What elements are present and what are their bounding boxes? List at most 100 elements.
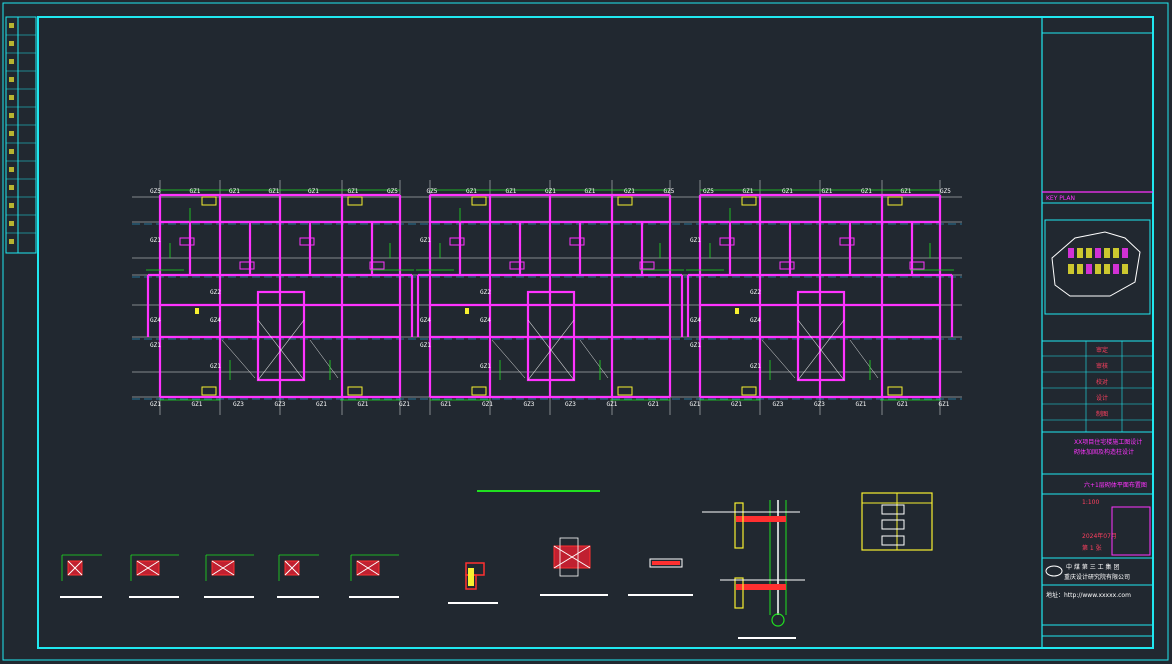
key-plan-building <box>1077 248 1083 258</box>
window-opening <box>639 261 655 270</box>
key-plan-building <box>1077 264 1083 274</box>
column-label: GZ4 <box>480 317 491 324</box>
binding-margin-strip <box>5 16 37 254</box>
key-plan-building <box>1086 248 1092 258</box>
role-label: 校对 <box>1096 378 1108 386</box>
column-label: GZ4 <box>210 317 221 324</box>
company-name-2: 重庆设计研究院有限公司 <box>1064 573 1130 581</box>
hatch-line <box>221 339 256 379</box>
key-plan-building <box>1122 264 1128 274</box>
yellow-marker <box>195 308 199 314</box>
column-label: GZ4 <box>690 317 701 324</box>
column-label: GZ5 <box>703 188 714 195</box>
key-plan-building <box>1113 248 1119 258</box>
column-label: GZ1 <box>585 188 596 195</box>
column-label: GZ1 <box>441 401 452 408</box>
column-label: GZ1 <box>192 401 203 408</box>
key-plan-site <box>1051 231 1141 297</box>
column-box <box>741 386 757 396</box>
window-opening <box>449 237 465 246</box>
section-cross <box>284 560 300 576</box>
column-label: GZ3 <box>275 401 286 408</box>
strip-mark <box>9 95 14 100</box>
elevation-wall <box>734 502 744 549</box>
window-opening <box>369 261 385 270</box>
column-label: GZ1 <box>210 363 221 370</box>
strip-mark <box>9 239 14 244</box>
column-label: GZ1 <box>690 237 701 244</box>
column-label: GZ1 <box>731 401 742 408</box>
project-line: 砌体加固及构造柱设计 <box>1074 448 1134 456</box>
column-label: GZ1 <box>782 188 793 195</box>
column-label: GZ1 <box>150 237 161 244</box>
hatch-line <box>579 339 609 379</box>
key-plan-building <box>1086 264 1092 274</box>
strip-mark <box>9 113 14 118</box>
column-label: GZ3 <box>565 401 576 408</box>
column-label: GZ5 <box>427 188 438 195</box>
column-label: GZ1 <box>466 188 477 195</box>
column-label: GZ3 <box>814 401 825 408</box>
hatch-line <box>761 339 796 379</box>
strip-mark <box>9 221 14 226</box>
column-label: GZ1 <box>482 401 493 408</box>
column-label: GZ4 <box>750 317 761 324</box>
column-label: GZ2 <box>750 289 761 296</box>
key-plan-building <box>1095 248 1101 258</box>
strip-mark <box>9 185 14 190</box>
drawing-title: 六+1层砌体平面布置图 <box>1084 481 1147 489</box>
key-plan-label: KEY PLAN <box>1046 195 1075 202</box>
column-label: GZ1 <box>269 188 280 195</box>
window-opening <box>509 261 525 270</box>
column-box <box>887 196 903 206</box>
column-label: GZ1 <box>420 237 431 244</box>
strip-mark <box>9 41 14 46</box>
role-label: 审定 <box>1096 346 1108 354</box>
role-label: 设计 <box>1096 394 1108 402</box>
t-outline <box>559 537 579 577</box>
masonry-walls <box>146 193 954 399</box>
column-box <box>617 386 633 396</box>
beam-section <box>649 558 683 568</box>
column-label: GZ1 <box>150 342 161 349</box>
column-label: GZ1 <box>743 188 754 195</box>
hatch-line <box>849 339 879 379</box>
legend-box <box>861 492 933 551</box>
elevation-beam-bottom <box>736 584 786 590</box>
elevation-wall <box>734 577 744 609</box>
strip-mark <box>9 149 14 154</box>
column-box <box>617 196 633 206</box>
stair-box <box>526 290 576 382</box>
column-label: GZ3 <box>524 401 535 408</box>
yellow-marker <box>735 308 739 314</box>
column-label: GZ1 <box>897 401 908 408</box>
company-name: 中 煤 第 三 工 集 团 <box>1066 563 1119 571</box>
stair-diagonal <box>797 319 845 381</box>
column-label: GZ1 <box>316 401 327 408</box>
l-column-fill <box>468 568 474 586</box>
window-opening <box>299 237 315 246</box>
column-label: GZ1 <box>607 401 618 408</box>
column-label: GZ1 <box>690 342 701 349</box>
column-label: GZ4 <box>420 317 431 324</box>
column-label: GZ5 <box>664 188 675 195</box>
column-label: GZ1 <box>690 401 701 408</box>
column-label: GZ1 <box>358 401 369 408</box>
key-plan-building <box>1068 248 1074 258</box>
window-opening <box>779 261 795 270</box>
column-label: GZ5 <box>150 188 161 195</box>
column-detail-sections <box>60 500 805 639</box>
yellow-marker <box>465 308 469 314</box>
column-label: GZ2 <box>210 289 221 296</box>
section-cross <box>136 560 160 576</box>
strip-mark <box>9 167 14 172</box>
hatch-line <box>309 339 339 379</box>
column-label: GZ4 <box>150 317 161 324</box>
column-label: GZ5 <box>387 188 398 195</box>
column-label: GZ1 <box>150 401 161 408</box>
stair-box <box>796 290 846 382</box>
stair-diagonal <box>257 319 305 381</box>
